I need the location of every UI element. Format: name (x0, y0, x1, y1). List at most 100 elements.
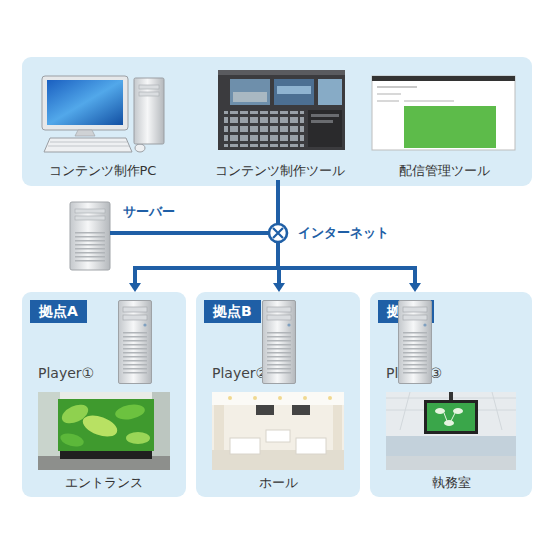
authoring-tool-screenshot-part (277, 86, 311, 94)
arrow-head (273, 283, 285, 292)
office-photo-part (444, 420, 454, 426)
authoring-tool-screenshot-part (311, 114, 339, 117)
server-icon-part (75, 230, 105, 264)
internet-circle-outline (269, 224, 287, 242)
hall-photo-part (212, 392, 344, 470)
authoring-tool-screenshot-part (233, 92, 267, 102)
internet-cross (273, 228, 283, 238)
pc-illustration-part (135, 144, 145, 152)
connector-line (135, 243, 278, 285)
server-icon-part (70, 202, 110, 270)
authoring-tool-screenshot (218, 70, 345, 150)
office-photo-part (492, 392, 502, 430)
hall-photo-part (212, 392, 344, 405)
office-photo (386, 392, 516, 470)
office-photo-part (435, 408, 445, 414)
pc-illustration-part (139, 85, 159, 89)
internet-label: インターネット (298, 226, 389, 240)
server-label: サーバー (123, 205, 175, 219)
delivery-tool-screenshot-part (404, 100, 454, 102)
hall-photo-part (292, 405, 310, 415)
delivery-tool-screenshot-part (377, 100, 399, 102)
hall-photo-part (303, 396, 307, 400)
pc-illustration-part (48, 146, 129, 147)
player-label: Player② (212, 366, 268, 381)
pc-illustration-part (134, 78, 164, 144)
connector-line (276, 182, 280, 223)
hall-photo-part (214, 405, 224, 450)
pc-illustration-part (42, 76, 128, 130)
location-caption: 執務室 (370, 476, 532, 490)
office-photo-part (427, 403, 475, 431)
pc-illustration-part (139, 92, 159, 96)
server-icon-part (75, 209, 105, 213)
item-caption: コンテンツ制作ツール (205, 164, 355, 178)
entrance-photo-part (59, 431, 85, 449)
entrance-photo-part (60, 451, 152, 459)
entrance-photo-part (80, 411, 120, 440)
authoring-tool-screenshot-part (224, 111, 304, 147)
authoring-tool-screenshot-part (230, 79, 270, 105)
delivery-tool-screenshot-part (372, 76, 515, 81)
office-photo-part (444, 413, 447, 421)
location-caption: エントランス (22, 476, 186, 490)
hall-photo-part (328, 396, 332, 400)
hall-photo-part (228, 396, 232, 400)
internet-node: インターネット (268, 223, 288, 243)
connector-line (278, 243, 415, 285)
item-caption: 配信管理ツール (362, 164, 527, 178)
entrance-photo-part (114, 403, 146, 422)
connector (112, 233, 268, 234)
site-tab: 拠点B (204, 300, 261, 323)
player-tower-b (263, 301, 296, 384)
office-photo-part (386, 436, 516, 456)
hall-photo-part (230, 438, 260, 454)
pc-illustration-part (47, 80, 123, 125)
authoring-tool-screenshot-part (218, 70, 345, 150)
connector (129, 243, 278, 292)
player-tower-a (119, 301, 152, 384)
delivery-tool-screenshot-part (372, 76, 515, 150)
delivery-tool-screenshot (372, 76, 515, 150)
hall-photo-part (278, 396, 282, 400)
entrance-photo-part (126, 432, 150, 444)
authoring-tool-screenshot-part (311, 120, 333, 123)
delivery-tool-screenshot-part (404, 106, 496, 148)
production-band (22, 57, 532, 186)
pc-illustration-part (75, 130, 95, 136)
delivery-tool-screenshot-part (377, 86, 417, 88)
connector-line (112, 231, 268, 235)
hall-photo-part (266, 430, 290, 442)
office-photo-part (400, 392, 410, 430)
delivery-tool-screenshot-part (377, 93, 401, 95)
server-icon (70, 202, 110, 270)
authoring-tool-screenshot-part (318, 79, 342, 105)
internet-circle (268, 223, 288, 243)
hall-photo-part (256, 405, 274, 415)
pc-illustration-part (44, 138, 132, 152)
hall-photo-part (296, 438, 326, 454)
entrance-photo-part (58, 399, 154, 451)
pc-illustration-part (50, 142, 127, 143)
pc-illustration (42, 76, 164, 152)
hall-photo-part (253, 396, 257, 400)
player-label: Player① (38, 366, 94, 381)
item-caption: コンテンツ制作PC (30, 164, 175, 178)
entrance-photo-part (38, 392, 170, 470)
authoring-tool-screenshot-part (274, 79, 314, 105)
entrance-photo (38, 392, 170, 470)
location-caption: ホール (196, 476, 360, 490)
office-photo-part (386, 392, 516, 470)
authoring-tool-screenshot-part (218, 70, 345, 75)
connector (278, 243, 421, 292)
server-icon-part (75, 216, 105, 220)
connector (278, 182, 279, 223)
hall-photo (212, 392, 344, 470)
player-tower-c (399, 301, 432, 384)
arrow-head (409, 283, 421, 292)
office-photo-part (451, 413, 455, 421)
office-photo-part (424, 400, 478, 434)
arrow-head (129, 283, 141, 292)
